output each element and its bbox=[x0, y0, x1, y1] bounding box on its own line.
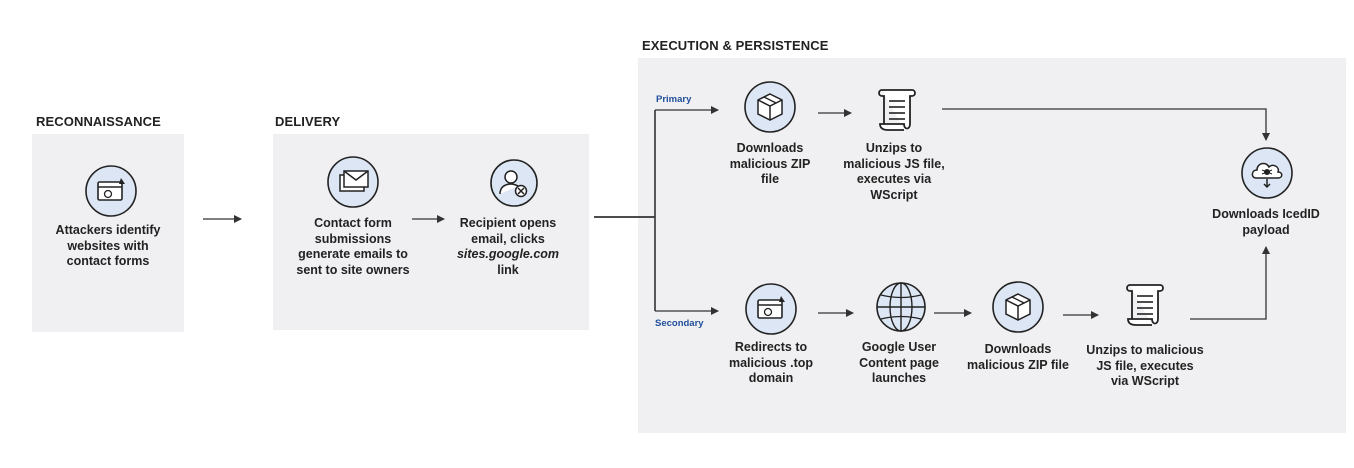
user-blocked-icon bbox=[490, 159, 538, 207]
globe-icon bbox=[876, 282, 926, 332]
primary-download-zip-label: Downloads malicious ZIP file bbox=[729, 141, 811, 186]
delivery-panel bbox=[273, 134, 589, 330]
execution-persistence-title: EXECUTION & PERSISTENCE bbox=[642, 38, 829, 53]
script-scroll-icon bbox=[1126, 284, 1164, 326]
cloud-malware-icon bbox=[1241, 147, 1293, 199]
script-scroll-icon bbox=[878, 89, 916, 131]
sites-google-link-text: sites.google.com bbox=[456, 247, 560, 261]
package-icon bbox=[744, 81, 796, 133]
arrow-secondary-to-payload bbox=[1190, 246, 1270, 320]
primary-label: Primary bbox=[656, 94, 692, 105]
recipient-step-label: Recipient opens email, clicks sites.goog… bbox=[445, 216, 571, 278]
recipient-text-1: Recipient opens email, clicks bbox=[459, 216, 557, 246]
browser-warning-icon bbox=[85, 165, 137, 217]
download-icedid-label: Downloads IcedID payload bbox=[1212, 207, 1320, 237]
recon-step-label: Attackers identify websites with contact… bbox=[55, 223, 161, 268]
secondary-label: Secondary bbox=[655, 318, 704, 329]
delivery-title: DELIVERY bbox=[275, 114, 341, 129]
secondary-download-zip-label: Downloads malicious ZIP file bbox=[967, 342, 1069, 372]
email-icon bbox=[327, 156, 379, 208]
arrow-primary-to-payload bbox=[942, 108, 1270, 141]
browser-warning-icon bbox=[745, 283, 797, 335]
redirect-top-domain-label: Redirects to malicious .top domain bbox=[728, 340, 814, 385]
contact-form-step-label: Contact form submissions generate emails… bbox=[296, 216, 410, 277]
secondary-unzip-js-label: Unzips to malicious JS file, executes vi… bbox=[1086, 343, 1204, 388]
recipient-text-3: link bbox=[497, 262, 519, 277]
primary-unzip-js-label: Unzips to malicious JS file, executes vi… bbox=[843, 141, 945, 202]
reconnaissance-title: RECONNAISSANCE bbox=[36, 114, 161, 129]
google-user-content-label: Google User Content page launches bbox=[859, 340, 939, 385]
package-icon bbox=[992, 281, 1044, 333]
